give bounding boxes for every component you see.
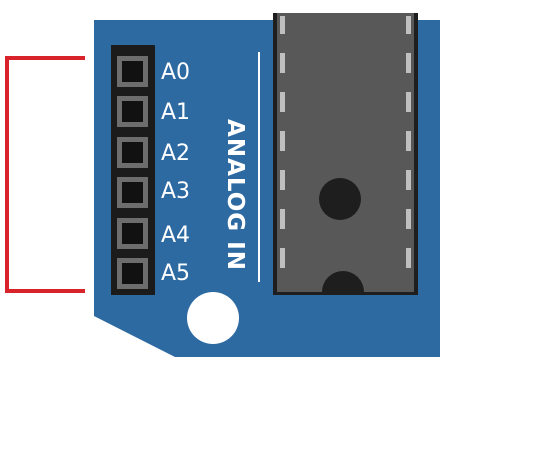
highlight-bracket bbox=[5, 56, 85, 293]
pin-socket-a2[interactable] bbox=[117, 137, 148, 168]
pin-label-a3: A3 bbox=[161, 179, 191, 204]
pin-label-a4: A4 bbox=[161, 223, 191, 248]
pin-label-a0: A0 bbox=[161, 60, 191, 85]
pin-socket-a5[interactable] bbox=[117, 258, 148, 289]
chip-right-pins bbox=[406, 16, 411, 268]
pin-socket-a3[interactable] bbox=[117, 177, 148, 208]
pin-sockets bbox=[117, 56, 148, 289]
pin-socket-a1[interactable] bbox=[117, 96, 148, 127]
pin-label-a2: A2 bbox=[161, 141, 191, 166]
pin-socket-a0[interactable] bbox=[117, 56, 148, 87]
analog-in-label: ANALOG IN bbox=[222, 119, 248, 271]
pin-socket-a4[interactable] bbox=[117, 218, 148, 249]
dip-chip bbox=[273, 13, 418, 295]
chip-left-pins bbox=[280, 16, 285, 268]
pin-label-a5: A5 bbox=[161, 261, 191, 286]
mounting-hole bbox=[187, 292, 239, 344]
chip-dot bbox=[319, 178, 361, 220]
chip-notch bbox=[322, 271, 364, 292]
pin-label-a1: A1 bbox=[161, 100, 191, 125]
